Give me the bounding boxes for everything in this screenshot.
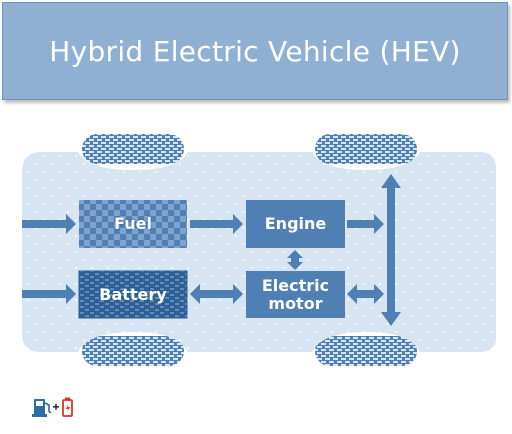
electric-motor-label: Electric motor [246,271,345,318]
fuel-pump-icon [32,399,52,417]
hybrid-legend-icon [32,397,73,417]
battery-input-arrow [22,284,76,304]
engine-box [246,200,345,248]
fuel-label: Fuel [114,214,152,233]
battery-icon [62,397,73,417]
plus-icon [53,403,59,410]
fuel-to-engine-arrow [190,214,243,234]
title-banner: Hybrid Electric Vehicle (HEV) [2,2,508,100]
electric-motor-box [246,271,345,318]
motor-axle-arrow [347,284,384,304]
motor-label-line1: Electric [261,275,330,295]
battery-label: Battery [99,284,167,304]
fuel-box [79,200,187,248]
engine-motor-arrow [287,250,303,270]
fuel-input-arrow [22,214,76,234]
motor-label-line2: motor [268,293,323,313]
wheel-front-right [315,134,417,164]
wheel-rear-right [315,336,417,366]
battery-motor-arrow [190,284,243,304]
drive-axle-arrow [381,174,401,326]
wheel-rear-left [82,336,184,366]
wheel-front-left [82,134,184,164]
engine-label: Engine [264,214,327,233]
vehicle-body [22,152,496,352]
page-title: Hybrid Electric Vehicle (HEV) [49,34,461,68]
engine-output-arrow [347,214,384,234]
battery-box [78,270,188,319]
